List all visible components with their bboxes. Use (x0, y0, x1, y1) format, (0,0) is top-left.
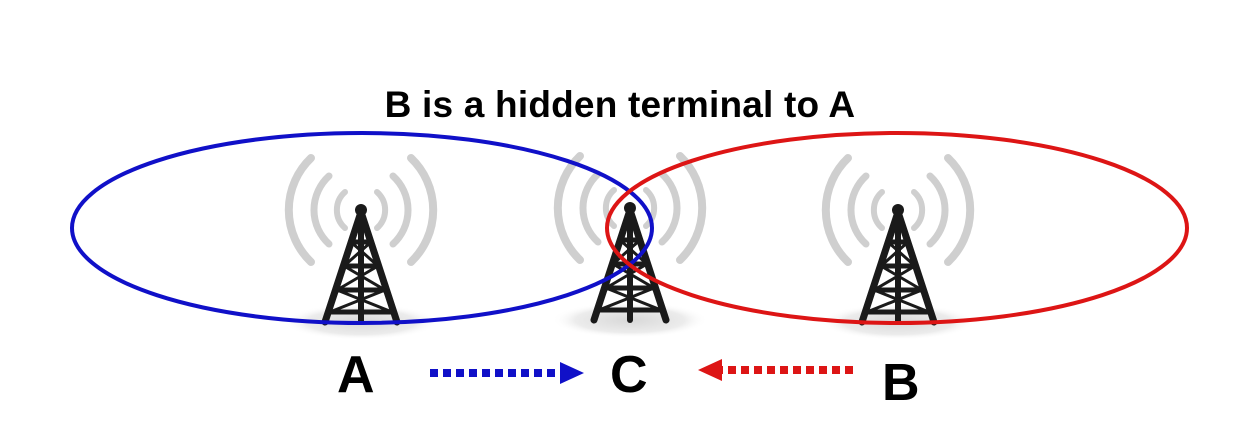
arrow-b-to-c (698, 359, 853, 381)
arrow-a-to-c (430, 362, 584, 384)
range-ellipse-b (605, 131, 1189, 325)
node-label-a: A (337, 346, 375, 404)
radio-tower-icon (820, 158, 976, 340)
radio-tower-icon (552, 156, 708, 338)
node-label-c: C (610, 346, 648, 404)
range-ellipse-a (70, 131, 654, 325)
diagram-title: B is a hidden terminal to A (384, 84, 856, 125)
node-label-b: B (882, 354, 920, 412)
radio-tower-icon (283, 158, 439, 340)
